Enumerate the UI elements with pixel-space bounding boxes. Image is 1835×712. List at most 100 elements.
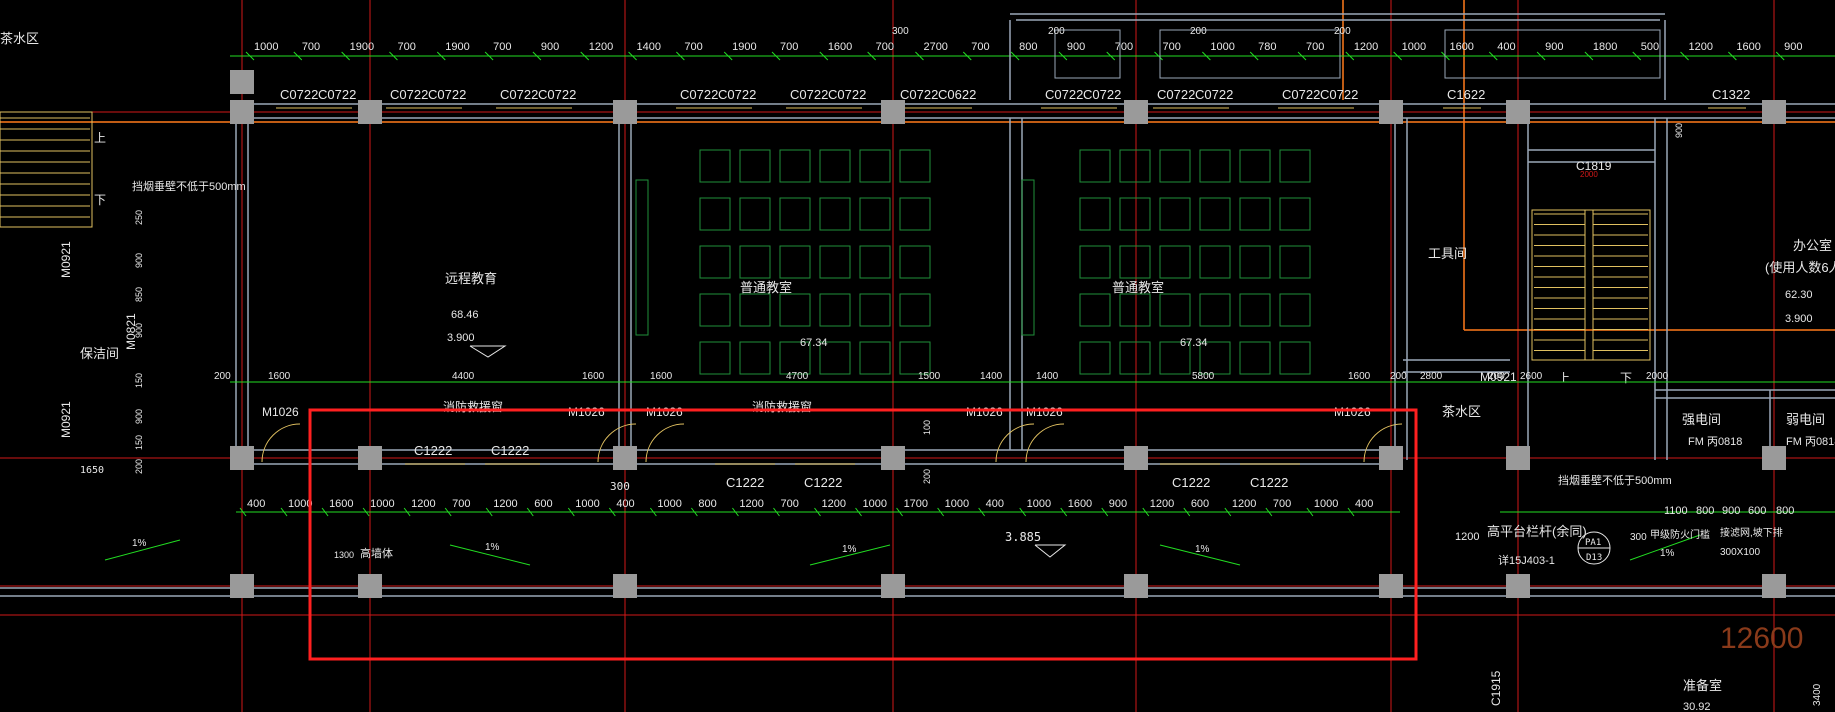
dimension-top-label: 1200	[589, 41, 613, 53]
dimension-row2-label: 700	[452, 498, 470, 510]
dim-tick	[978, 507, 986, 517]
dim-tick	[1297, 51, 1307, 61]
window-label-top: C0622	[938, 87, 976, 102]
window-label-mid: C1222	[804, 475, 842, 490]
dimension-row1-label: 1600	[268, 371, 291, 382]
column	[1762, 574, 1786, 598]
desk	[1079, 245, 1111, 279]
dim-tick	[239, 507, 247, 517]
slope-arrows	[104, 534, 1701, 566]
column	[230, 446, 254, 470]
column	[881, 446, 905, 470]
desk	[899, 197, 931, 231]
dimension-row1-label: 1400	[980, 371, 1003, 382]
stair-up-label: 上	[1558, 371, 1570, 385]
dimension-top-label: 1000	[254, 41, 278, 53]
room-office-level: 3.900	[1785, 313, 1813, 325]
dim-tick	[403, 507, 411, 517]
dimension-left-label: 150	[134, 373, 144, 388]
column	[1379, 446, 1403, 470]
door-label: M1026	[568, 405, 605, 419]
window-label-mid: C1222	[726, 475, 764, 490]
window-label-mid: C1222	[491, 443, 529, 458]
dim-tick	[814, 507, 821, 517]
left-door-label: M0921	[59, 401, 73, 438]
dimension-row2-label: 1200	[822, 498, 846, 510]
dim-tick	[526, 507, 534, 517]
dimension-row2-label: 1600	[329, 498, 353, 510]
window-label-top: C0722	[428, 87, 466, 102]
room-elec-strong: 强电间	[1682, 412, 1721, 427]
dimension-row2-label: 1200	[739, 498, 763, 510]
window-label-mid: C1222	[1250, 475, 1288, 490]
dim-tick	[436, 51, 446, 61]
dimension-row1-label: 2000	[1646, 371, 1669, 382]
dimension-row1-label: 2600	[1520, 371, 1543, 382]
dimension-row2-label: 1000	[657, 498, 681, 510]
room-remote-name: 远程教育	[445, 271, 497, 286]
desk	[1239, 341, 1271, 375]
dim-tick	[732, 507, 739, 517]
window-label-mid: C1222	[414, 443, 452, 458]
note-wall-low-dim: 1300	[334, 550, 354, 560]
dimension-row2-label: 400	[1355, 498, 1373, 510]
stair-window-label: C1819	[1576, 159, 1612, 173]
dim-tick	[1101, 507, 1109, 517]
dimension-top-label: 1600	[828, 41, 852, 53]
desk	[1239, 149, 1271, 183]
room-class1-name: 普通教室	[740, 280, 792, 295]
column	[358, 574, 382, 598]
desk	[819, 245, 851, 279]
dimension-top-extra-label: 200	[1334, 26, 1351, 37]
dim-tick	[1249, 51, 1259, 61]
dimension-top-label: 900	[1784, 41, 1802, 53]
selection-rectangle[interactable]	[308, 408, 1418, 661]
dimension-left-bottom: 1650	[80, 465, 104, 476]
column	[230, 70, 254, 94]
dimension-top-extra-label: 300	[892, 26, 909, 37]
room-prep-area: 30.92	[1683, 701, 1711, 712]
desk	[1119, 245, 1151, 279]
desk	[699, 197, 731, 231]
column	[1124, 446, 1148, 470]
window-label-top: C0722	[790, 87, 828, 102]
dimension-row2-extra: 300	[610, 480, 630, 493]
desk	[1199, 245, 1231, 279]
window-label-top: C0722	[538, 87, 576, 102]
desk	[1119, 149, 1151, 183]
note-drain-dim: 300	[1630, 532, 1647, 543]
dimension-top-label: 700	[302, 41, 320, 53]
fire-ladders	[635, 179, 1035, 336]
slope-labels: 1%1%1%1%1%	[132, 538, 1675, 559]
dim-tick	[649, 507, 657, 517]
dim-tick	[245, 51, 255, 61]
desk	[819, 149, 851, 183]
room-class2-name: 普通教室	[1112, 280, 1164, 295]
desk	[699, 245, 731, 279]
dimension-top-label: 1900	[445, 41, 469, 53]
column	[358, 100, 382, 124]
desk	[899, 293, 931, 327]
door-label: M1026	[262, 405, 299, 419]
dimension-top-label: 780	[1258, 41, 1276, 53]
desk	[779, 293, 811, 327]
dim-tick	[915, 51, 924, 61]
door-swing	[261, 423, 301, 463]
note-drain-size: 300X100	[1720, 547, 1760, 558]
dim-tick	[1183, 507, 1191, 517]
dimension-row2-label: 1200	[493, 498, 517, 510]
dimension-top-label: 700	[780, 41, 798, 53]
desk	[1079, 149, 1111, 183]
dimension-row1-label: 1500	[918, 371, 941, 382]
dimension-row2-label: 1000	[370, 498, 394, 510]
note-fire-door: 甲级防火门槛	[1650, 528, 1710, 541]
dimension-row2-label: 1000	[1027, 498, 1051, 510]
desk	[779, 197, 811, 231]
dim-tick	[1060, 507, 1068, 517]
